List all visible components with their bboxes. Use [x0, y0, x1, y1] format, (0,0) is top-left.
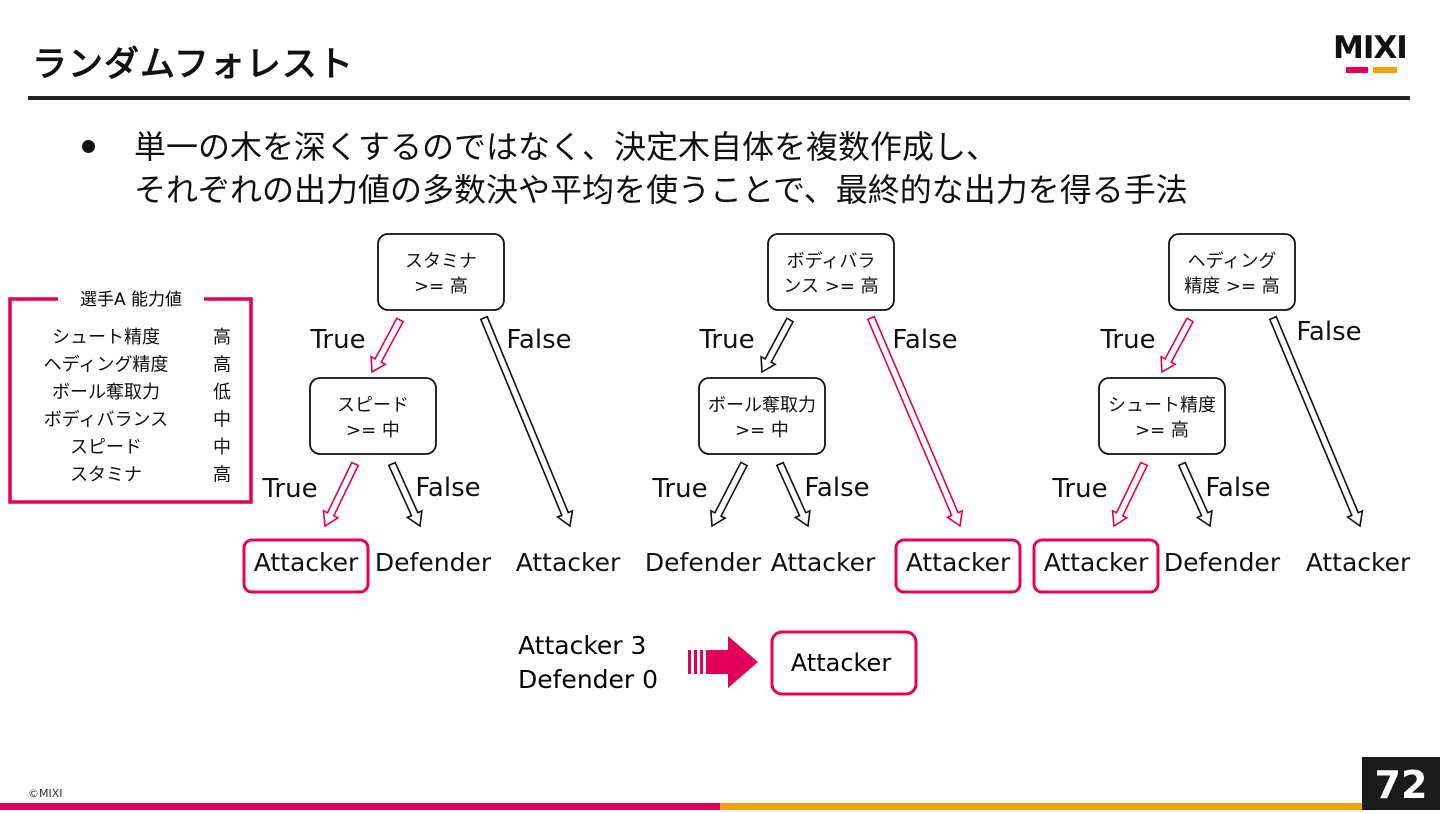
title-divider: [28, 96, 1410, 100]
final-result-label: Attacker: [791, 649, 892, 677]
false-branch-arrow: [1268, 315, 1364, 528]
true-label: True: [309, 325, 365, 355]
false-branch-arrow: [866, 315, 964, 528]
false-branch-arrow: [1177, 461, 1213, 528]
vote-summary: Attacker 3 Defender 0 Attacker: [518, 630, 918, 696]
root-node-label-line1: ボディバラ: [787, 251, 876, 272]
false-label: False: [506, 325, 571, 355]
logo-bar-magenta: [1346, 67, 1368, 73]
bullet-dot-icon: [82, 140, 95, 153]
false-label: False: [1296, 317, 1361, 347]
false-label: False: [1205, 473, 1270, 503]
true-branch-arrow: [1160, 317, 1195, 374]
stat-name: ボール奪取力: [52, 382, 160, 403]
true-label: True: [651, 474, 707, 504]
leaf-label: Defender: [645, 548, 762, 577]
root-node-label-line2: 精度 >= 高: [1184, 276, 1280, 297]
stat-name: ボディバランス: [44, 410, 168, 431]
selected-leaf-highlight: [894, 538, 1022, 594]
result-arrow-icon: [688, 636, 758, 688]
player-card-title-bg: [58, 287, 204, 311]
bullet-text-line-1: 単一の木を深くするのではなく、決定木自体を複数作成し、: [134, 128, 999, 166]
vote-defender-count: Defender 0: [518, 665, 658, 694]
false-branch-arrow: [479, 315, 574, 528]
inner-node: [698, 377, 826, 455]
leaf-label: Attacker: [771, 548, 876, 577]
inner-node-label-line2: >= 高: [1135, 420, 1189, 441]
inner-node-label-line1: シュート精度: [1108, 395, 1216, 416]
mixi-logo: MIXI: [1333, 30, 1411, 76]
stat-value: 高: [213, 355, 231, 376]
stat-name: ヘディング精度: [44, 355, 169, 376]
stat-name: シュート精度: [52, 327, 160, 348]
inner-node-label-line2: >= 中: [346, 420, 400, 441]
page-number: 72: [1362, 757, 1440, 810]
inner-node: [1098, 377, 1226, 455]
page-title: ランダムフォレスト: [32, 45, 354, 85]
stat-value: 高: [213, 465, 231, 486]
final-result-box: [770, 630, 918, 696]
logo-bar-orange: [1373, 67, 1397, 73]
leaf-label: Attacker: [254, 548, 359, 577]
root-node-label-line2: ンス >= 高: [783, 276, 878, 297]
root-node: [1168, 233, 1296, 311]
selected-leaf-highlight: [1032, 538, 1160, 594]
root-node: [767, 233, 895, 311]
inner-node-label-line1: ボール奪取力: [708, 395, 816, 416]
true-branch-arrow: [1111, 461, 1149, 528]
inner-node-label-line2: >= 中: [735, 420, 789, 441]
root-node-label-line1: ヘディング: [1188, 251, 1277, 272]
false-branch-arrow: [775, 461, 811, 528]
player-stats-card: 選手A 能力値 シュート精度高ヘディング精度高ボール奪取力低ボディバランス中スピ…: [8, 287, 253, 504]
leaf-label: Defender: [1164, 548, 1281, 577]
inner-node-label-line1: スピード: [337, 395, 409, 416]
player-card-title: 選手A 能力値: [80, 290, 182, 310]
true-label: True: [1099, 325, 1155, 355]
footer-bar-orange: [720, 803, 1362, 810]
stat-value: 中: [213, 437, 231, 458]
true-branch-arrow: [322, 461, 360, 528]
stat-value: 低: [213, 382, 231, 403]
leaf-label: Attacker: [516, 548, 621, 577]
true-branch-arrow: [710, 461, 749, 528]
true-label: True: [1051, 474, 1107, 504]
stat-name: スタミナ: [70, 465, 142, 486]
logo-text: MIXI: [1333, 30, 1408, 66]
false-label: False: [804, 473, 869, 503]
root-node: [377, 233, 505, 311]
vote-attacker-count: Attacker 3: [518, 631, 646, 660]
selected-leaf-highlight: [242, 538, 370, 594]
false-branch-arrow: [387, 461, 423, 528]
true-label: True: [698, 325, 754, 355]
inner-node: [309, 377, 437, 455]
stat-name: スピード: [70, 437, 142, 458]
leaf-label: Attacker: [1306, 548, 1411, 577]
stat-value: 高: [213, 327, 231, 348]
true-branch-arrow: [370, 317, 405, 374]
player-stats-list: シュート精度高ヘディング精度高ボール奪取力低ボディバランス中スピード中スタミナ高: [44, 327, 231, 486]
leaf-label: Attacker: [1044, 548, 1149, 577]
false-label: False: [892, 325, 957, 355]
stat-value: 中: [213, 410, 231, 431]
true-label: True: [261, 474, 317, 504]
footer-bar-magenta: [0, 803, 720, 810]
false-label: False: [415, 473, 480, 503]
bullet-text-line-2: それぞれの出力値の多数決や平均を使うことで、最終的な出力を得る手法: [134, 171, 1188, 209]
root-node-label-line1: スタミナ: [405, 251, 477, 272]
root-node-label-line2: >= 高: [414, 276, 468, 297]
footer-copyright: ©MIXI: [28, 787, 63, 800]
leaf-label: Attacker: [906, 548, 1011, 577]
true-branch-arrow: [760, 317, 795, 374]
leaf-label: Defender: [375, 548, 492, 577]
